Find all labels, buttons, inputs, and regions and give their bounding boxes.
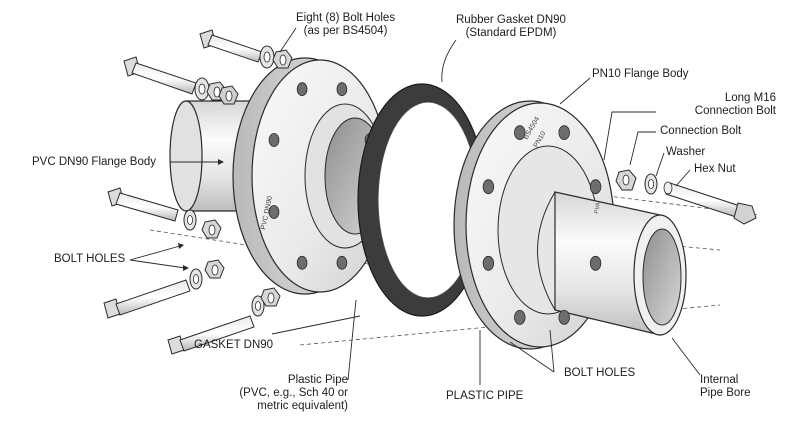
- label-hex-nut: Hex Nut: [694, 163, 736, 175]
- nut-top-2b: [218, 85, 239, 105]
- right-flange-bolt-hole-1: [589, 255, 602, 271]
- washer-right: [644, 173, 658, 195]
- long-m16-bolt-right: [663, 181, 757, 225]
- bolt-top-2: [123, 56, 197, 95]
- bolt-left-4: [103, 279, 191, 319]
- washer-left-5: [251, 295, 265, 317]
- left-flange-bolt-hole-4: [268, 205, 280, 219]
- left-flange-bolt-hole-3: [296, 255, 308, 270]
- washer-left-3: [183, 209, 197, 231]
- label-pvc-flange-body: PVC DN90 Flange Body: [32, 156, 157, 168]
- right-pn10-flange-body: BS4504 PN10 PVA: [453, 100, 687, 350]
- right-flange-bolt-hole-4: [482, 255, 495, 271]
- bolt-set-top-left: [123, 29, 293, 105]
- bolt-set-right: [615, 169, 757, 225]
- label-rubber-gasket: Rubber Gasket DN90 (Standard EPDM): [456, 14, 566, 39]
- bolt-set-left: [103, 187, 281, 355]
- right-flange-bolt-hole-6: [514, 125, 526, 141]
- right-flange-engraving-side: PVA: [594, 202, 602, 214]
- label-connection-bolt: Connection Bolt: [660, 125, 742, 137]
- right-flange-bolt-hole-8: [589, 179, 602, 195]
- label-internal-pipe-bore: Internal Pipe Bore: [700, 374, 751, 399]
- label-plastic-pipe-note: Plastic Pipe (PVC, e.g., Sch 40 or metri…: [239, 374, 348, 412]
- bolt-left-5: [167, 315, 255, 355]
- leader-lines: [129, 27, 701, 385]
- right-flange-bolt-hole-5: [482, 179, 495, 195]
- label-eight-bolt-holes: Eight (8) Bolt Holes (as per BS4504): [296, 12, 396, 37]
- right-flange-bolt-hole-7: [558, 125, 570, 141]
- right-flange-bolt-holes: [482, 125, 602, 325]
- label-bolt-holes-left: BOLT HOLES: [54, 253, 126, 265]
- label-pn10-flange-body: PN10 Flange Body: [592, 68, 689, 80]
- label-gasket-dn90: GASKET DN90: [194, 339, 274, 351]
- nut-left-3: [201, 219, 222, 239]
- bolt-left-3: [107, 187, 179, 222]
- washer-top-2: [194, 77, 210, 101]
- label-plastic-pipe: PLASTIC PIPE: [446, 390, 524, 402]
- nut-left-4: [204, 259, 225, 279]
- nut-left-5: [260, 287, 281, 307]
- hex-nut-right: [615, 169, 637, 191]
- left-flange-bolt-hole-2: [336, 255, 348, 270]
- nut-top-1: [272, 49, 293, 69]
- rubber-gasket: [357, 83, 487, 317]
- bolt-top-1: [199, 29, 263, 63]
- label-bolt-holes-bottom: BOLT HOLES: [564, 367, 636, 379]
- leader-arrowheads: [178, 159, 224, 271]
- label-washer: Washer: [666, 146, 706, 158]
- right-flange-bolt-hole-2: [558, 309, 570, 325]
- right-flange-bolt-hole-3: [514, 309, 526, 325]
- left-flange-bolt-hole-6: [296, 82, 308, 97]
- washer-left-4: [189, 268, 203, 290]
- washer-top-1: [259, 45, 275, 69]
- label-long-m16-bolt: Long M16 Connection Bolt: [694, 92, 776, 117]
- left-flange-bolt-hole-5: [268, 133, 280, 147]
- left-flange-bolt-hole-7: [336, 82, 348, 97]
